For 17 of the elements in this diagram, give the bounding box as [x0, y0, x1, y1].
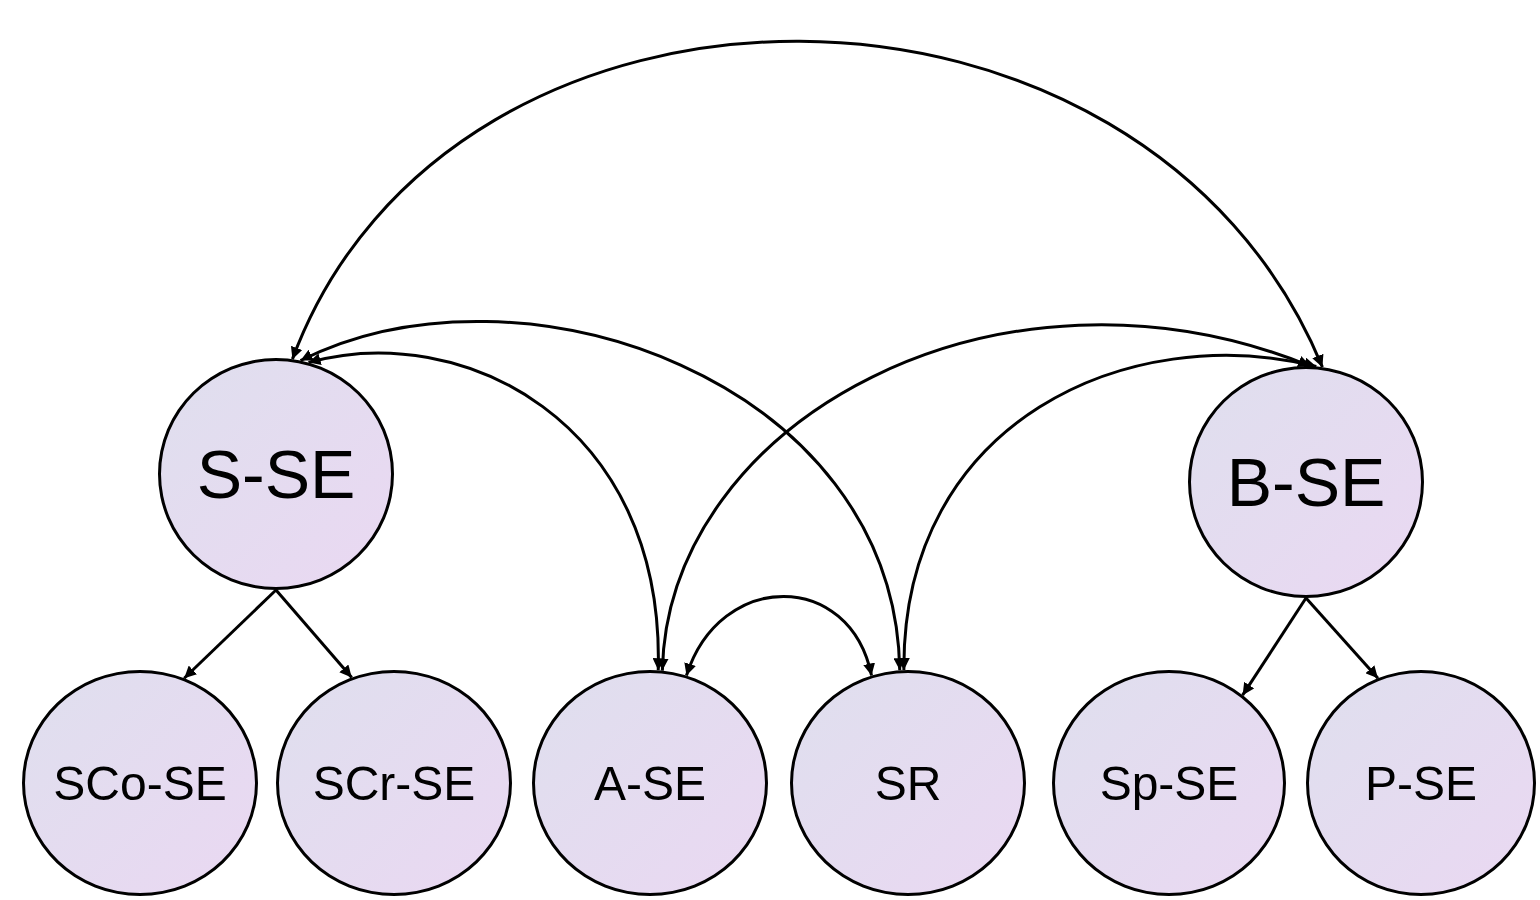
- arrow: [291, 39, 1324, 368]
- arrow: [1241, 597, 1308, 696]
- arrow: [274, 589, 353, 679]
- node-label: A-SE: [594, 755, 706, 811]
- node-label: SCo-SE: [53, 755, 227, 811]
- arrow: [1304, 597, 1380, 680]
- node-label: SCr-SE: [312, 755, 476, 811]
- arrow: [300, 320, 905, 671]
- node-label: S-SE: [196, 435, 356, 513]
- node-label: B-SE: [1226, 443, 1386, 521]
- node-label: P-SE: [1365, 755, 1477, 811]
- arrow: [308, 351, 664, 671]
- node-label: SR: [874, 755, 942, 811]
- arrow: [183, 588, 278, 680]
- node-label: Sp-SE: [1099, 755, 1239, 811]
- arrow: [898, 354, 1317, 671]
- arrow: [685, 594, 874, 677]
